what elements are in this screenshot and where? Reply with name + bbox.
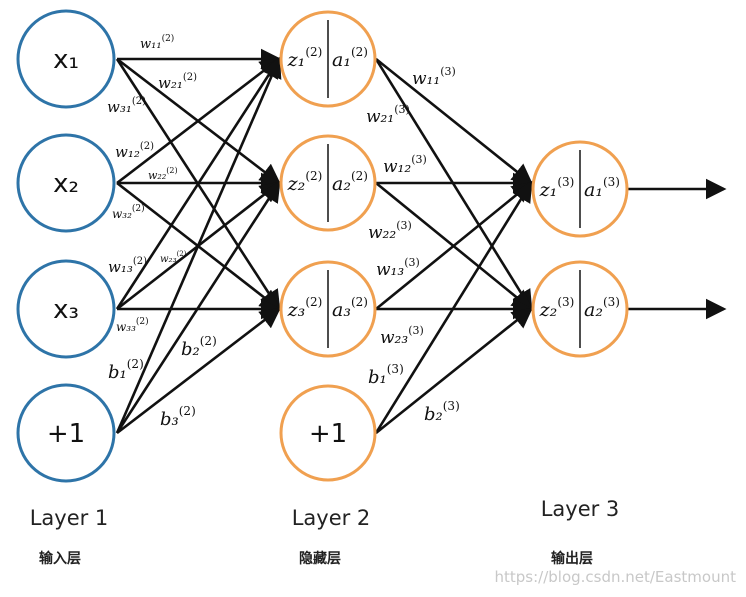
weight-label-w22-3: w₂₂(3) <box>368 219 412 243</box>
hidden-node-3-a: a₃(2) <box>332 295 368 321</box>
bias-labels-layer3: b₁(3) b₂(3) <box>368 362 460 425</box>
edge-b1-h2 <box>115 180 281 434</box>
output-node-1-a: a₁(3) <box>584 175 620 201</box>
weight-label-w21-2: w₂₁(2) <box>158 72 197 92</box>
weight-label-w31-2: w₃₁(2) <box>107 96 146 116</box>
layer-captions: Layer 1 Layer 2 Layer 3 输入层 隐藏层 输出层 <box>30 497 620 567</box>
weight-label-w11-2: w₁₁(2) <box>140 33 174 52</box>
bias-label-b2-3: b₂(3) <box>424 399 460 425</box>
weight-label-w21-3: w₂₁(3) <box>366 103 410 127</box>
weight-labels-layer2: w₁₁(2) w₂₁(2) w₃₁(2) w₁₂(2) w₂₂(2) w₃₂(2… <box>107 33 197 334</box>
weight-label-w13-2: w₁₃(2) <box>108 256 147 276</box>
layer-1-name: 输入层 <box>39 550 81 567</box>
edge-hb-o1 <box>374 180 533 434</box>
weight-labels-layer3: w₁₁(3) w₂₁(3) w₁₂(3) w₂₂(3) w₁₃(3) w₂₃(3… <box>366 65 456 348</box>
input-bias-node <box>16 383 116 483</box>
hidden-bias-label: +1 <box>309 419 347 449</box>
hidden-node-1-a: a₁(2) <box>332 45 368 71</box>
layer-3-name: 输出层 <box>551 550 593 567</box>
edges-layer1-to-layer2 <box>115 48 282 435</box>
input-node-x2 <box>16 133 116 233</box>
output-node-1-z: z₁(3) <box>539 175 575 201</box>
weight-label-w23-3: w₂₃(3) <box>380 324 424 348</box>
bias-label-b1-2: b₁(2) <box>108 357 144 383</box>
weight-label-w12-3: w₁₂(3) <box>383 153 427 177</box>
weight-label-w32-2: w₃₂(2) <box>112 203 145 221</box>
layer-1-title: Layer 1 <box>30 506 109 530</box>
edge-h1-o1 <box>375 57 534 185</box>
hidden-node-1-z: z₁(2) <box>287 45 323 71</box>
edge-b1-h1 <box>115 56 282 434</box>
output-node-2-a: a₂(3) <box>584 295 620 321</box>
weight-label-w22-2: w₂₂(2) <box>148 166 178 182</box>
bias-label-b2-2: b₂(2) <box>181 334 217 360</box>
hidden-layer-nodes: z₁(2) a₁(2) z₂(2) a₂(2) z₃(2) a₃(2) +1 <box>279 10 377 482</box>
output-node-2-z: z₂(3) <box>539 295 575 321</box>
input-node-x1 <box>16 9 116 109</box>
output-layer-nodes: z₁(3) a₁(3) z₂(3) a₂(3) <box>531 140 629 358</box>
weight-label-w23-2: w₂₃(2) <box>160 250 187 265</box>
edge-hb-o2 <box>375 307 534 435</box>
edge-h3-o1 <box>375 181 534 311</box>
hidden-node-3-z: z₃(2) <box>287 295 323 321</box>
bias-label-b3-2: b₃(2) <box>160 404 196 430</box>
output-arrows <box>627 178 727 320</box>
bias-label-b1-3: b₁(3) <box>368 362 404 388</box>
layer-2-title: Layer 2 <box>292 506 371 530</box>
weight-label-w13-3: w₁₃(3) <box>376 256 420 280</box>
watermark: https://blog.csdn.net/Eastmount <box>494 568 736 586</box>
edge-x3-h1 <box>115 56 281 310</box>
weight-label-w33-2: w₃₃(2) <box>116 316 149 334</box>
input-node-x3 <box>16 259 116 359</box>
edge-b1-h3 <box>116 307 282 435</box>
hidden-node-2-z: z₂(2) <box>287 169 323 195</box>
input-label-x2: x₂ <box>53 169 79 199</box>
bias-labels-layer2: b₁(2) b₂(2) b₃(2) <box>108 334 217 430</box>
hidden-bias-node <box>279 384 377 482</box>
input-label-x1: x₁ <box>53 45 79 75</box>
hidden-node-2-a: a₂(2) <box>332 169 368 195</box>
weight-label-w11-3: w₁₁(3) <box>412 65 456 89</box>
edge-x2-h1 <box>116 57 282 185</box>
input-label-bias: +1 <box>47 419 85 449</box>
input-label-x3: x₃ <box>53 295 79 325</box>
input-layer-nodes: x₁ x₂ x₃ +1 <box>16 9 116 483</box>
layer-3-title: Layer 3 <box>541 497 620 521</box>
edges-layer2-to-layer3 <box>374 57 534 435</box>
layer-2-name: 隐藏层 <box>299 550 341 567</box>
weight-label-w12-2: w₁₂(2) <box>115 141 154 161</box>
